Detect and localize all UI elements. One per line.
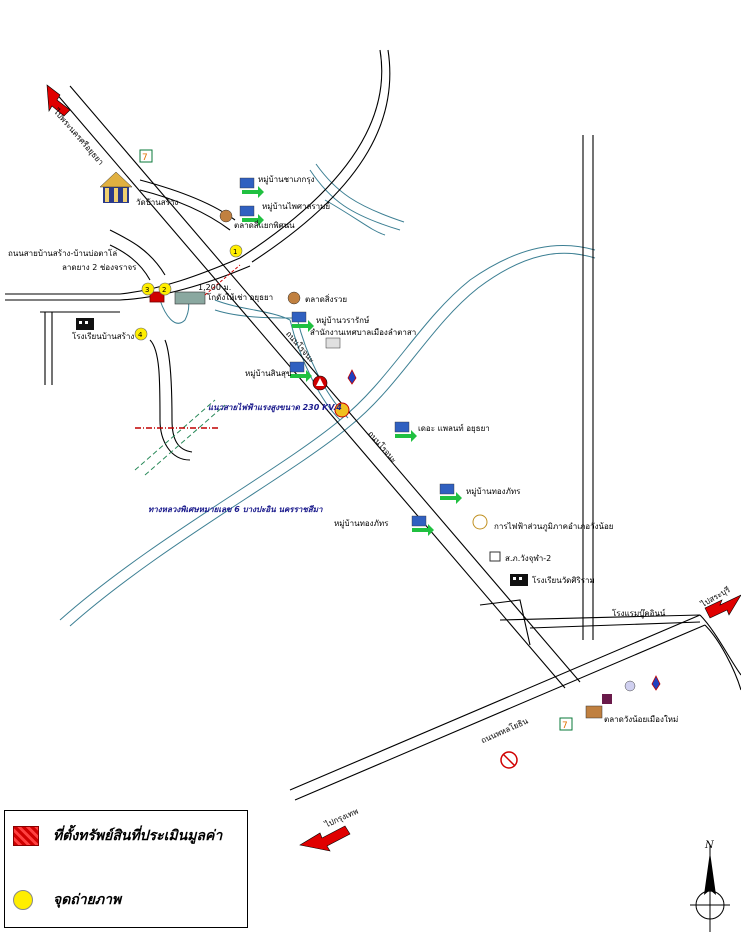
factory-icon	[174, 291, 206, 305]
pea-label: การไฟฟ้าส่วนภูมิภาคอำเภอวังน้อย	[494, 522, 614, 531]
green-arrows	[242, 186, 462, 536]
seven-eleven-icon: 7	[559, 717, 573, 731]
to-bangkok-arrow	[299, 825, 351, 852]
svg-text:2: 2	[162, 286, 166, 294]
gas-station-icons	[312, 369, 661, 769]
school-label-1: โรงเรียนบ้านสร้าง	[72, 332, 135, 341]
office-label: สำนักงานเทศบาลเมืองลำตาสา	[310, 328, 417, 337]
legend-asset-label: ที่ตั้งทรัพย์สินที่ประเมินมูลค่า	[53, 828, 223, 844]
market-label-2: ตลาดสิ่งรวย	[305, 295, 348, 304]
river	[59, 163, 596, 627]
asset-marker	[149, 291, 165, 303]
seven-eleven-icon: 7	[139, 149, 153, 163]
distance-label: 1,200 ม.	[198, 283, 232, 292]
north-arrow: N	[690, 840, 730, 932]
village-label-3: หมู่บ้านวรารักษ์	[316, 316, 370, 325]
village-icons	[239, 177, 455, 527]
svg-text:4: 4	[138, 331, 143, 339]
village-label-2: หมู่บ้านไพศาลรามย์	[262, 202, 331, 211]
road-desc-1: ถนนสายบ้านสร้าง-บ้านบ่อตาโล่	[8, 249, 118, 258]
road-desc-2: ลาดยาง 2 ช่องจราจร	[62, 263, 137, 272]
motorway	[134, 399, 226, 476]
legend: ที่ตั้งทรัพย์สินที่ประเมินมูลค่า จุดถ่าย…	[4, 810, 248, 928]
photo-point-1: 1	[229, 244, 243, 258]
village-label-7: หมู่บ้านทองภัทร	[334, 519, 389, 528]
svg-text:7: 7	[142, 153, 148, 163]
police-label: ส.ภ.วังจุฬา-2	[505, 554, 552, 563]
village-label-5: เดอะ แพลนท์ อยุธยา	[418, 424, 490, 433]
market-icons	[219, 209, 603, 719]
asset-swatch	[13, 826, 39, 846]
building-icons	[76, 318, 528, 586]
temple-icon	[99, 171, 133, 203]
svg-text:3: 3	[145, 286, 149, 294]
svg-text:1: 1	[233, 248, 237, 256]
photo-point-4: 4	[134, 327, 148, 341]
powerline-label: แนวสายไฟฟ้าแรงสูงขนาด 230 KV.4	[208, 403, 342, 412]
to-phra-arrow	[46, 84, 71, 117]
temple-label: วัดบ้านสร้าง	[136, 198, 179, 207]
village-label-6: หมู่บ้านทองภัทร	[466, 487, 521, 496]
roads	[5, 49, 741, 801]
photo-point-icon	[13, 890, 33, 910]
village-label-1: หมู่บ้านชาเภกรุง	[258, 175, 315, 184]
hotel-label: โรงแรมบู๊คอินน์	[612, 609, 666, 618]
photo-point-3: 3	[141, 282, 155, 296]
school-label-2: โรงเรียนวัดศิริราม	[532, 576, 595, 585]
market-label-3: ตลาดวังน้อยเมืองใหม่	[604, 715, 679, 724]
photo-point-2: 2	[158, 282, 172, 296]
to-saraburi-arrow	[704, 594, 741, 619]
motorway-label: ทางหลวงพิเศษหมายเลข 6 บางปะอิน นครราชสีม…	[148, 505, 323, 514]
svg-text:7: 7	[562, 721, 568, 731]
legend-photo-label: จุดถ่ายภาพ	[53, 892, 122, 908]
factory-label: โกดังให้เช่า อยุธยา	[207, 293, 274, 302]
svg-text:N: N	[704, 840, 715, 851]
village-label-4: หมู่บ้านสินสุข	[245, 369, 292, 378]
market-label-1: ตลาดสี่แยกพิศนน	[234, 221, 295, 230]
